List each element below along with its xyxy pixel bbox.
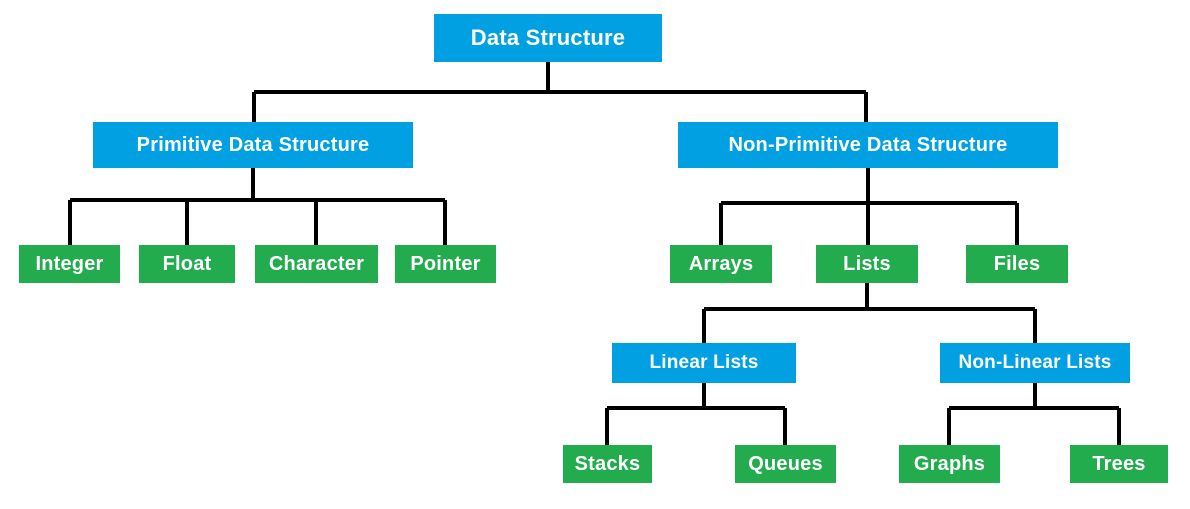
node-label-stacks: Stacks	[574, 452, 641, 475]
node-files[interactable]: Files	[966, 245, 1068, 283]
node-label-character: Character	[268, 252, 365, 275]
node-label-primitive-data-structure: Primitive Data Structure	[136, 133, 370, 156]
node-primitive-data-structure[interactable]: Primitive Data Structure	[93, 122, 413, 168]
connector-root-to-children	[252, 62, 868, 122]
node-label-files: Files	[993, 252, 1041, 275]
node-float[interactable]: Float	[139, 245, 235, 283]
node-label-linear-lists: Linear Lists	[649, 352, 759, 373]
node-non-primitive-data-structure[interactable]: Non-Primitive Data Structure	[678, 122, 1058, 168]
connector-primitive-to-children	[68, 168, 447, 245]
node-graphs[interactable]: Graphs	[899, 445, 1000, 483]
node-label-graphs: Graphs	[913, 452, 986, 475]
node-integer[interactable]: Integer	[19, 245, 120, 283]
connector-nonlinearlists-to-children	[947, 383, 1121, 445]
node-label-trees: Trees	[1092, 452, 1146, 475]
node-character[interactable]: Character	[255, 245, 378, 283]
node-queues[interactable]: Queues	[735, 445, 836, 483]
node-arrays[interactable]: Arrays	[670, 245, 772, 283]
node-pointer[interactable]: Pointer	[395, 245, 496, 283]
node-label-data-structure: Data Structure	[470, 25, 626, 50]
node-label-pointer: Pointer	[410, 252, 481, 275]
node-non-linear-lists[interactable]: Non-Linear Lists	[940, 343, 1130, 383]
node-label-float: Float	[162, 252, 212, 275]
connector-nonprimitive-to-children	[719, 168, 1019, 245]
node-label-lists: Lists	[843, 252, 891, 275]
node-trees[interactable]: Trees	[1070, 445, 1168, 483]
connector-linearlists-to-children	[605, 383, 787, 445]
node-lists[interactable]: Lists	[816, 245, 918, 283]
node-label-arrays: Arrays	[688, 252, 754, 275]
node-data-structure[interactable]: Data Structure	[434, 14, 662, 62]
node-label-integer: Integer	[35, 252, 104, 275]
node-label-queues: Queues	[748, 452, 823, 475]
node-linear-lists[interactable]: Linear Lists	[612, 343, 796, 383]
connector-lists-to-children	[702, 283, 1037, 343]
node-label-non-linear-lists: Non-Linear Lists	[958, 352, 1112, 373]
node-stacks[interactable]: Stacks	[563, 445, 652, 483]
node-label-non-primitive-data-structure: Non-Primitive Data Structure	[728, 133, 1008, 156]
